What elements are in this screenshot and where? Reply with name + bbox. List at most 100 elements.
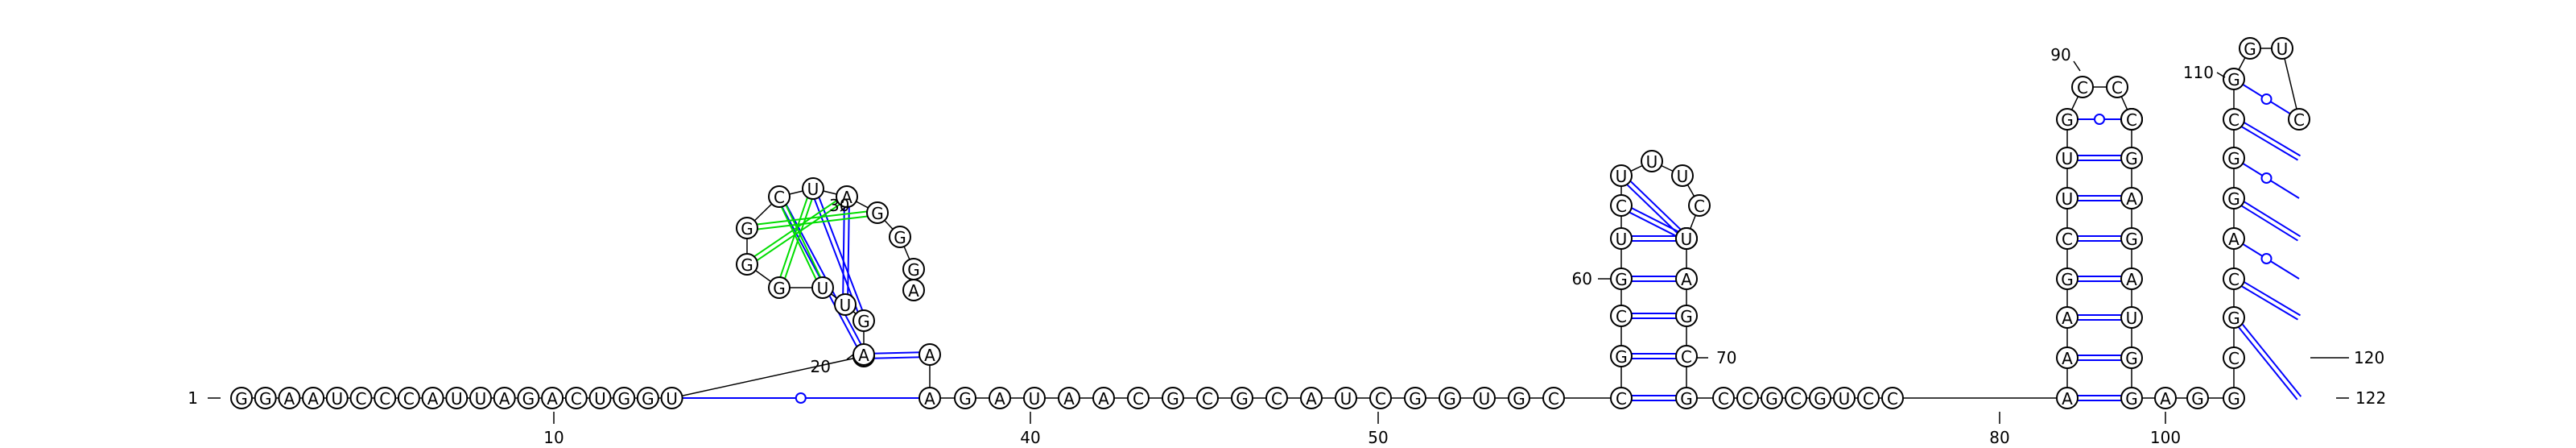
nucleotide-circle (254, 387, 277, 409)
pair-108-119-wobble-mark (2260, 253, 2273, 264)
nucleotide-circle (1610, 345, 1633, 367)
nucleotide-24: U (811, 276, 834, 299)
nucleotide-circle (1610, 194, 1633, 217)
nucleotide-circle (1675, 227, 1698, 250)
nucleotide-circle (1231, 387, 1253, 409)
pair-111-116-a (2235, 116, 2301, 157)
nucleotide-letter: U (475, 389, 487, 409)
nucleotide-22: G (852, 309, 875, 332)
nucleotide-letter: G (1166, 389, 1179, 409)
position-labels: 1 122 10 20 30 40 50 60 70 80 90 100 110… (188, 45, 2386, 447)
nucleotide-letter: U (1677, 167, 1689, 186)
nucleotide-letter: A (2126, 270, 2137, 289)
nucleotide-45: G (1162, 387, 1184, 409)
nucleotide-13: G (517, 387, 540, 409)
pair-30-23-a (846, 197, 850, 305)
position-label-50: 50 (1368, 428, 1388, 447)
nucleotide-letter: G (871, 204, 884, 223)
nucleotide-4: A (302, 387, 325, 409)
position-label-70: 70 (1716, 348, 1736, 367)
nucleotide-29: U (802, 177, 824, 200)
nucleotide-circle (902, 279, 925, 301)
nucleotide-letter: C (2077, 78, 2088, 97)
nucleotide-26: G (736, 253, 758, 276)
nucleotide-letter: A (2228, 230, 2240, 249)
nucleotide-letter: C (2126, 110, 2137, 130)
nucleotide-55: G (1508, 387, 1530, 409)
nucleotide-circle (2106, 76, 2128, 98)
position-label-90: 90 (2050, 45, 2070, 64)
nucleotide-letter: C (2293, 110, 2305, 130)
nucleotide-circle (889, 226, 911, 248)
nucleotide-66: C (1688, 194, 1711, 217)
backbone-segment-114 (2281, 48, 2300, 120)
nucleotide-circle (1127, 387, 1150, 409)
nucleotide-46: C (1196, 387, 1219, 409)
pair-62-68-a (1621, 202, 1688, 238)
nucleotide-letter: C (1718, 389, 1729, 409)
nucleotide-circle (866, 201, 889, 224)
nucleotide-77: C (1785, 387, 1807, 409)
nucleotide-letter: A (308, 389, 319, 409)
nucleotide-circle (2223, 227, 2245, 250)
nucleotide-69: U (1675, 227, 1698, 250)
nucleotide-25: G (768, 276, 791, 299)
nucleotide-letter: U (1616, 167, 1628, 186)
nucleotide-letter: G (2061, 110, 2074, 130)
nucleotide-75: C (1736, 387, 1759, 409)
pair-110-117-wobble-mark (2260, 172, 2273, 184)
nucleotide-letter: U (2277, 39, 2289, 59)
nucleotide-circle (1023, 387, 1046, 409)
nucleotide-letter: C (1887, 389, 1898, 409)
nucleotide-40: A (989, 387, 1011, 409)
nucleotide-circle (2288, 108, 2310, 131)
nucleotide-letter: A (499, 389, 510, 409)
nucleotide-letter: U (1479, 389, 1491, 409)
nucleotide-letter: U (594, 389, 606, 409)
nucleotide-79: U (1833, 387, 1856, 409)
pseudoknot-pair-25-29-a (776, 187, 812, 288)
nucleotide-6: C (349, 387, 373, 409)
pair-111-116-b (2231, 120, 2298, 161)
nucleotide-letter: G (235, 389, 248, 409)
nucleotide-32: G (889, 226, 911, 248)
nucleotide-circle (1335, 387, 1357, 409)
nucleotide-113: G (2239, 37, 2261, 60)
nucleotide-letter: G (2227, 389, 2240, 409)
nucleotide-circle (2056, 227, 2079, 250)
nucleotide-letter: G (2244, 39, 2256, 59)
nucleotide-letter: C (2228, 270, 2240, 289)
nucleotide-circle (469, 387, 492, 409)
nucleotide-circle (1712, 387, 1735, 409)
backbone-segment-19 (671, 355, 865, 399)
nucleotide-circle (1675, 387, 1698, 409)
nucleotide-50: U (1335, 387, 1357, 409)
nucleotide-circle (1761, 387, 1783, 409)
nucleotide-circle (613, 387, 636, 409)
nucleotide-letter: A (1098, 389, 1109, 409)
nucleotide-64: U (1641, 150, 1663, 172)
nucleotide-letter: U (1839, 389, 1851, 409)
nucleotide-circle (2154, 387, 2177, 409)
nucleotide-97: G (2120, 227, 2143, 250)
nucleotide-circle (736, 217, 758, 239)
pseudoknot-pair-25-29-b (780, 189, 816, 289)
nucleotide-circle (493, 387, 516, 409)
nucleotide-letter: A (908, 281, 919, 301)
nucleotide-circle (1196, 387, 1219, 409)
nucleotide-96: A (2120, 187, 2143, 209)
nucleotide-letter: U (1340, 389, 1352, 409)
nucleotide-circle (1369, 387, 1392, 409)
nucleotide-letter: G (617, 389, 630, 409)
nucleotide-letter: U (1646, 152, 1658, 172)
nucleotide-72: C (1675, 345, 1698, 367)
nucleotide-letter: C (1202, 389, 1213, 409)
nucleotide-circle (2056, 346, 2079, 369)
nucleotide-letter: A (427, 389, 439, 409)
nucleotide-letter: G (1615, 270, 1628, 289)
nucleotide-circle (1785, 387, 1807, 409)
nucleotide-circle (811, 276, 834, 299)
nucleotide-letter: A (2062, 389, 2073, 409)
pair-109-118-a (2235, 195, 2301, 238)
